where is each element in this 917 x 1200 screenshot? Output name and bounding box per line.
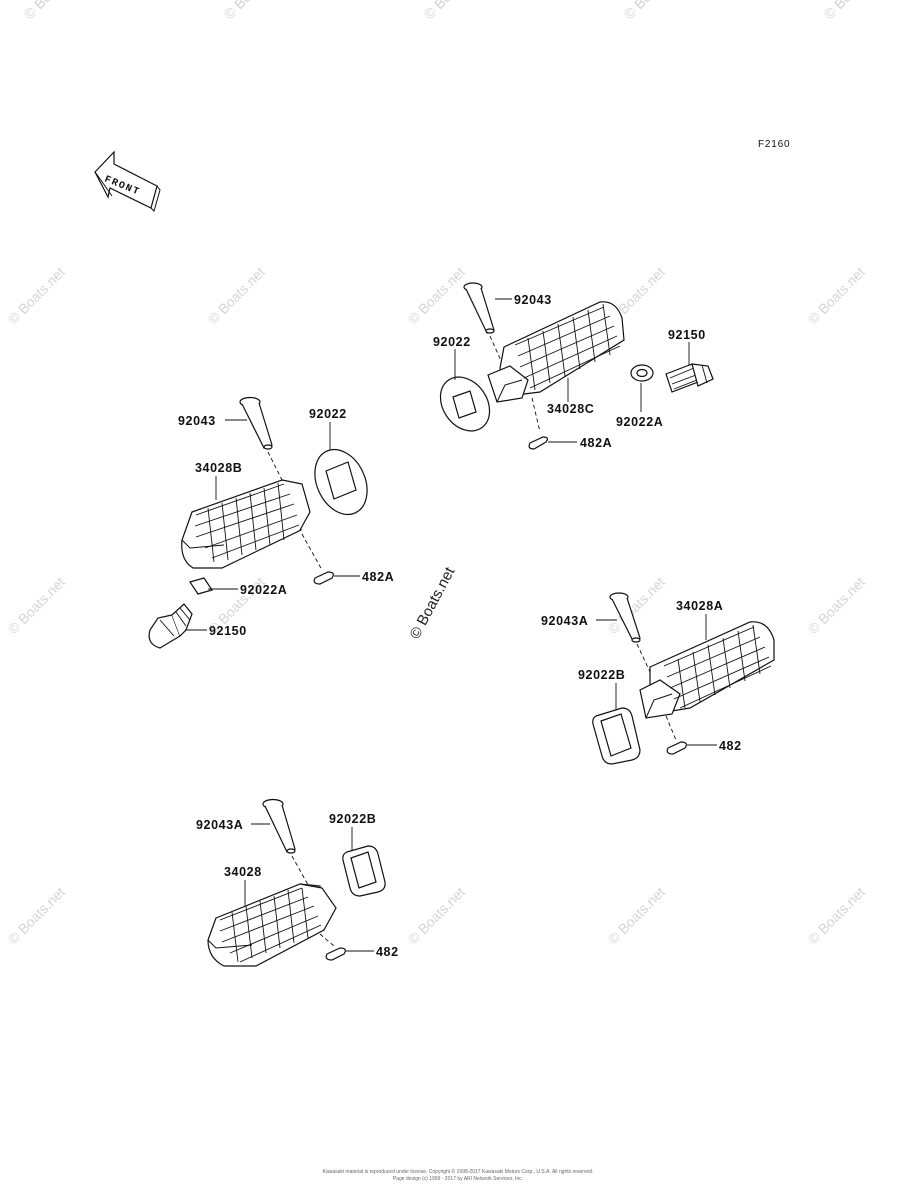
watermark: © Boats.net (421, 0, 484, 22)
watermark: © Boats.net (5, 884, 68, 947)
footpeg-assembly-34028b: 92043 92022 34028B 482A 92022A 92150 (148, 396, 394, 649)
label-clip: 482A (580, 436, 612, 450)
footpeg-assembly-34028: 92043A 92022B 34028 482 (196, 798, 399, 967)
label-pin: 92043A (541, 614, 588, 628)
label-clip: 482 (719, 739, 742, 753)
watermark: © Boats.net (221, 0, 284, 22)
washer-part (314, 448, 368, 516)
label-bolt: 92150 (209, 624, 247, 638)
label-footpeg: 34028C (547, 402, 594, 416)
watermark: © Boats.net (21, 0, 84, 22)
label-washer: 92022B (329, 812, 376, 826)
washer-part (439, 376, 491, 432)
pin-part (262, 798, 296, 854)
pin-part (609, 592, 641, 643)
figure-code: F2160 (758, 139, 790, 150)
label-pin: 92043 (178, 414, 216, 428)
center-watermark: © Boats.net (407, 564, 459, 642)
front-arrow-icon: FRONT (94, 150, 161, 212)
footpeg-part (181, 479, 311, 569)
label-small-washer: 92022A (616, 415, 663, 429)
footpeg-assembly-34028c: 92043 92022 92150 34028C 92022A 482A (433, 282, 714, 450)
watermark: © Boats.net (805, 574, 868, 637)
footer-design-credit: Page design (c) 1999 - 2017 by ARI Netwo… (393, 1176, 523, 1182)
pin-part (463, 282, 495, 334)
footpeg-part (207, 883, 337, 967)
pin-part (239, 396, 273, 450)
small-washer-part (630, 364, 654, 382)
washer-part (592, 707, 641, 765)
watermark: © Boats.net (821, 0, 884, 22)
label-pin: 92043 (514, 293, 552, 307)
label-washer: 92022B (578, 668, 625, 682)
label-footpeg: 34028B (195, 461, 242, 475)
label-footpeg: 34028 (224, 865, 262, 879)
footpeg-part (487, 301, 625, 403)
watermark: © Boats.net (605, 884, 668, 947)
label-footpeg: 34028A (676, 599, 723, 613)
watermark: © Boats.net (405, 884, 468, 947)
clip-part (666, 741, 687, 755)
watermark: © Boats.net (5, 264, 68, 327)
clip-part (528, 436, 549, 450)
label-clip: 482A (362, 570, 394, 584)
watermark-layer: © Boats.net © Boats.net © Boats.net © Bo… (5, 0, 884, 947)
label-washer: 92022 (309, 407, 347, 421)
label-bolt: 92150 (668, 328, 706, 342)
watermark: © Boats.net (205, 264, 268, 327)
footpeg-part (639, 621, 775, 719)
watermark: © Boats.net (621, 0, 684, 22)
footer-copyright: Kawasaki material is reproduced under li… (323, 1168, 594, 1175)
watermark: © Boats.net (5, 574, 68, 637)
label-pin: 92043A (196, 818, 243, 832)
clip-part (313, 571, 334, 585)
washer-part (342, 845, 386, 897)
small-washer-part (189, 577, 213, 595)
bolt-part (665, 363, 714, 393)
footpeg-assembly-34028a: 92043A 34028A 92022B 482 (541, 592, 775, 765)
bolt-part (148, 603, 193, 649)
label-small-washer: 92022A (240, 583, 287, 597)
watermark: © Boats.net (805, 264, 868, 327)
label-washer: 92022 (433, 335, 471, 349)
watermark: © Boats.net (405, 264, 468, 327)
watermark: © Boats.net (805, 884, 868, 947)
clip-part (325, 947, 346, 961)
label-clip: 482 (376, 945, 399, 959)
